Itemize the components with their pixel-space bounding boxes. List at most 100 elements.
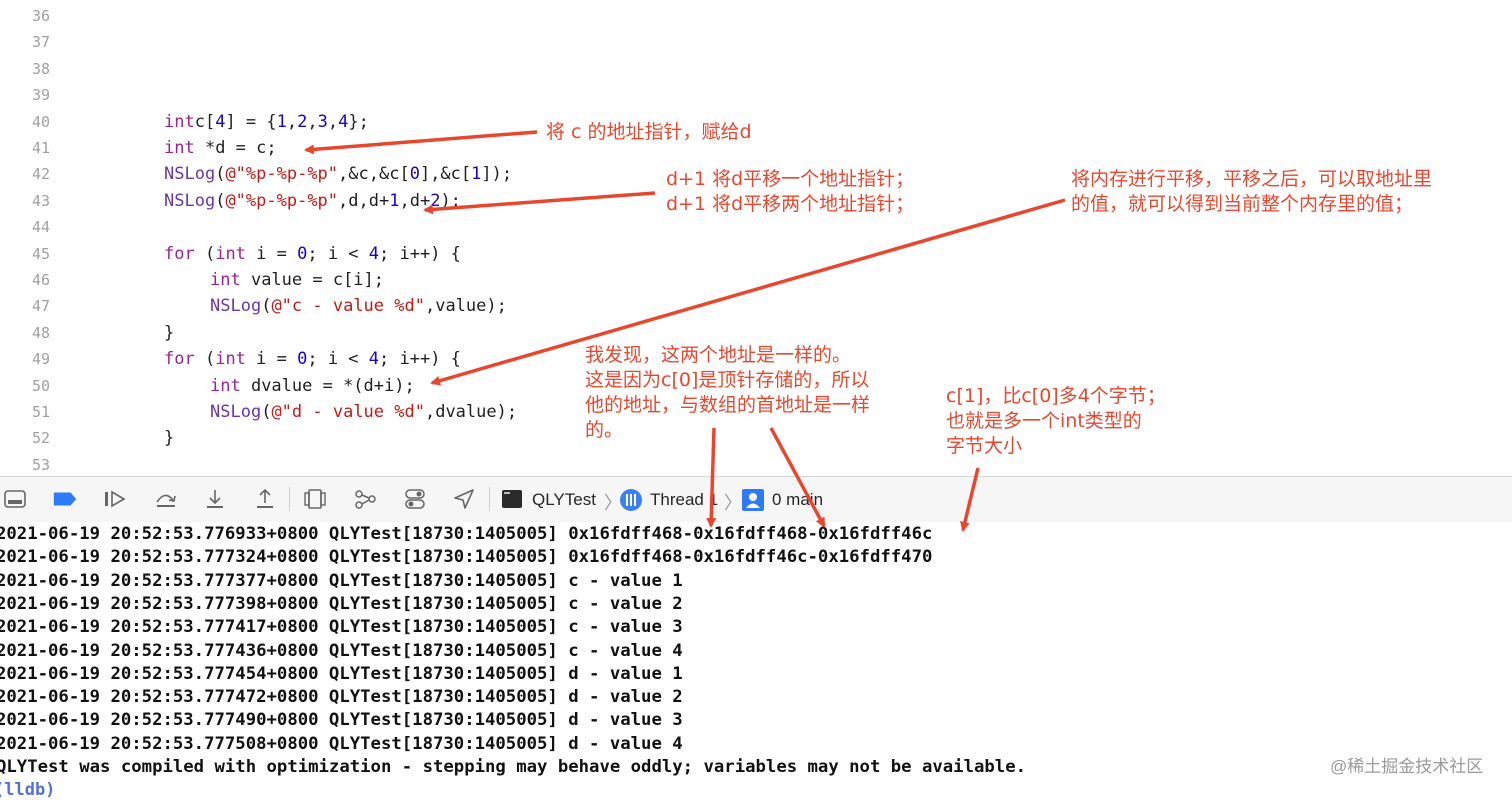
code-text: NSLog(@"%p-%p-%p",d,d+1,d+2); — [164, 188, 461, 214]
simulate-location-icon[interactable] — [451, 487, 477, 511]
chevron-right-icon: 〉 — [724, 493, 742, 513]
memory-graph-icon[interactable] — [352, 487, 378, 511]
stack-frame-icon — [740, 488, 766, 512]
code-token: *d = c; — [194, 138, 277, 158]
code-token: 3 — [317, 111, 328, 132]
annotation-line: 这是因为c[0]是顶针存储的，所以 — [585, 369, 870, 391]
console-output[interactable]: (lldb) 2021-06-19 20:52:53.776933+0800 Q… — [0, 522, 1512, 800]
code-token: 2 — [297, 111, 308, 132]
code-token: } — [164, 428, 175, 449]
code-line[interactable]: 46 int value = c[i]; — [0, 267, 1512, 293]
line-number: 50 — [31, 376, 50, 395]
line-number: 53 — [31, 455, 50, 474]
code-line[interactable]: 47 NSLog(@"c - value %d",value); — [0, 293, 1512, 319]
line-number: 42 — [31, 165, 50, 184]
annotation-line: 的值，就可以得到当前整个内存里的值； — [1071, 193, 1414, 215]
code-line[interactable]: 43 NSLog(@"%p-%p-%p",d,d+1,d+2); — [0, 188, 1512, 214]
code-token: 1 — [471, 164, 482, 185]
code-line[interactable]: 38 — [0, 56, 1512, 82]
code-token: int — [215, 349, 246, 370]
code-token: ( — [194, 349, 216, 370]
line-number: 44 — [31, 218, 50, 237]
line-number: 38 — [31, 59, 50, 78]
code-line[interactable]: 36 — [0, 3, 1512, 29]
code-token: 2 — [430, 190, 441, 211]
code-line[interactable]: 52} — [0, 425, 1512, 451]
annotation-line: 字节大小 — [946, 435, 1023, 457]
code-text: } — [164, 425, 174, 451]
code-line[interactable]: 53 — [0, 452, 1512, 478]
step-into-icon[interactable] — [202, 487, 228, 511]
code-token: , — [307, 111, 318, 132]
line-number: 49 — [31, 350, 50, 369]
frame-crumb[interactable]: 0 main — [772, 488, 823, 512]
environment-overrides-icon[interactable] — [402, 487, 428, 511]
code-text: } — [164, 320, 174, 346]
code-token: ; i < — [307, 349, 369, 370]
annotation-pointer-assign: 将 c 的地址指针，赋给d — [546, 120, 752, 145]
code-text: for (int i = 0; i < 4; i++) { — [164, 241, 461, 267]
line-number: 37 — [31, 33, 50, 52]
code-token: @"d - value %d" — [271, 402, 425, 422]
scheme-crumb[interactable]: QLYTest — [532, 488, 596, 512]
code-token: ],&c[ — [419, 164, 472, 185]
code-token: ,d+ — [399, 190, 431, 211]
lldb-prompt[interactable]: (lldb) — [0, 780, 56, 800]
annotation-same-address: 我发现，这两个地址是一样的。这是因为c[0]是顶针存储的，所以他的地址，与数组的… — [585, 343, 870, 443]
continue-icon[interactable] — [102, 487, 128, 511]
line-number: 52 — [31, 429, 50, 448]
view-hierarchy-icon[interactable] — [302, 487, 328, 511]
code-token: ,d,d+ — [338, 190, 390, 211]
code-token: NSLog — [164, 164, 216, 185]
line-number: 48 — [31, 323, 50, 342]
code-token: 1 — [389, 190, 400, 211]
code-token: @"%p-%p-%p" — [225, 164, 339, 185]
code-token: 0 — [297, 243, 308, 264]
code-token: i = — [245, 243, 298, 264]
chevron-right-icon: 〉 — [604, 493, 622, 513]
line-number: 43 — [31, 191, 50, 210]
annotation-line: 我发现，这两个地址是一样的。 — [585, 344, 852, 366]
scheme-label: QLYTest — [532, 490, 596, 509]
annotation-line: 的。 — [585, 419, 624, 441]
code-line[interactable]: 39 — [0, 82, 1512, 108]
code-token: int — [215, 243, 246, 264]
code-token: for — [164, 243, 195, 264]
code-text: int value = c[i]; — [210, 267, 384, 293]
line-number: 40 — [31, 112, 50, 131]
console-line: 2021-06-19 20:52:53.777508+0800 QLYTest[… — [0, 733, 683, 754]
annotation-line: d+1 将d平移两个地址指针； — [666, 193, 915, 215]
code-token: ; i < — [307, 243, 369, 264]
code-token: ( — [215, 164, 226, 185]
code-token: ( — [215, 190, 226, 211]
line-number: 46 — [31, 271, 50, 289]
code-line[interactable]: 48} — [0, 320, 1512, 346]
code-token: 0 — [409, 164, 420, 185]
code-token: ]); — [481, 164, 513, 185]
line-number: 47 — [31, 297, 50, 316]
step-out-icon[interactable] — [252, 487, 278, 511]
line-number: 36 — [31, 7, 50, 25]
breakpoints-toggle-icon[interactable] — [52, 487, 78, 511]
annotation-line: 他的地址，与数组的首地址是一样 — [585, 394, 871, 416]
hide-debug-area-icon[interactable] — [2, 487, 28, 511]
code-text: NSLog(@"c - value %d",value); — [210, 293, 507, 319]
code-token: ; i++) { — [379, 349, 461, 370]
code-token: ( — [261, 296, 272, 317]
thread-crumb[interactable]: Thread 1 — [650, 488, 718, 512]
annotation-four-bytes: c[1]，比c[0]多4个字节；也就是多一个int类型的字节大小 — [946, 384, 1166, 459]
code-line[interactable]: 44 — [0, 214, 1512, 240]
step-over-icon[interactable] — [153, 487, 179, 511]
console-line: 2021-06-19 20:52:53.777490+0800 QLYTest[… — [0, 710, 683, 731]
code-line[interactable]: 37 — [0, 29, 1512, 55]
code-token: @"c - value %d" — [271, 296, 425, 317]
watermark: @稀土掘金技术社区 — [1330, 757, 1484, 776]
